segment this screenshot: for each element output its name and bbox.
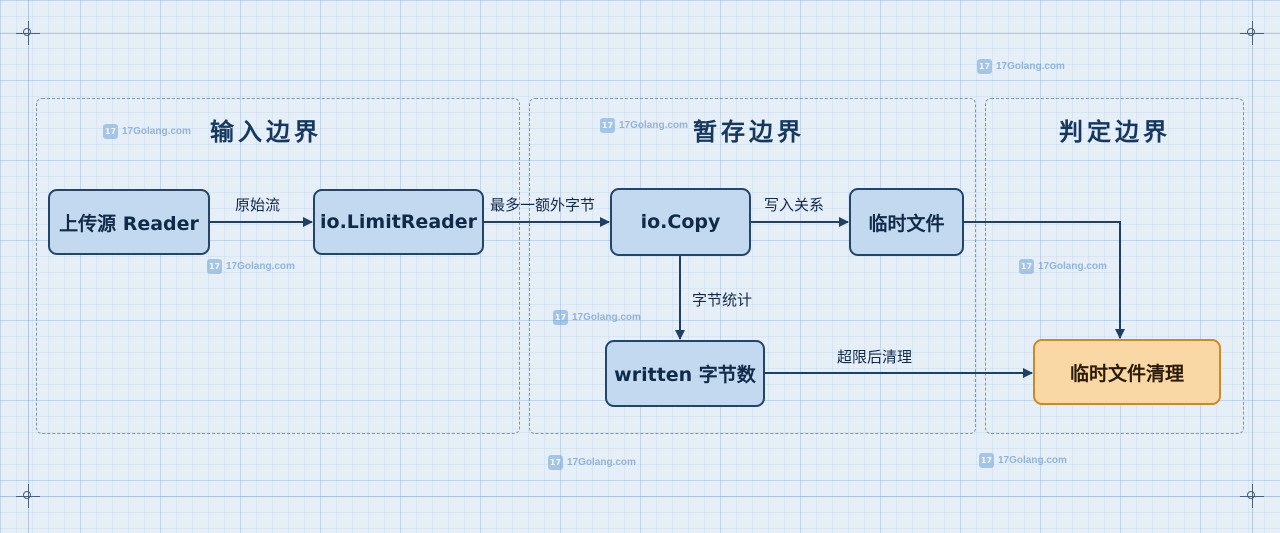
region-title-decision: 判定边界	[1059, 118, 1171, 146]
edge-temp-file-to-cleanup-line	[963, 221, 1125, 339]
region-title-staging: 暂存边界	[693, 118, 805, 146]
region-input-boundary	[36, 98, 520, 434]
node-written-bytes: written 字节数	[605, 340, 765, 407]
region-staging-boundary	[529, 98, 976, 434]
edge-label-raw-stream: 原始流	[235, 196, 281, 214]
guide-line-left	[28, 0, 29, 533]
region-title-input: 输入边界	[210, 118, 322, 146]
edge-label-write-relation: 写入关系	[764, 196, 825, 214]
node-temp-file: 临时文件	[849, 188, 964, 256]
crosshair-icon	[1240, 484, 1264, 508]
edge-label-cleanup-after-limit: 超限后清理	[837, 348, 913, 366]
crosshair-icon	[1240, 21, 1264, 45]
watermark-logo-icon: 17	[1019, 259, 1034, 274]
node-temp-file-cleanup: 临时文件清理	[1033, 339, 1221, 405]
node-upload-reader: 上传源 Reader	[48, 189, 210, 255]
guide-line-bottom	[0, 496, 1280, 497]
guide-line-top	[0, 33, 1280, 34]
watermark-logo-icon: 17	[977, 59, 992, 74]
region-decision-boundary	[985, 98, 1244, 434]
crosshair-icon	[16, 484, 40, 508]
watermark-logo-icon: 17	[979, 453, 994, 468]
node-limit-reader: io.LimitReader	[313, 189, 484, 255]
watermark-logo-icon: 17	[553, 310, 568, 325]
edge-label-byte-count: 字节统计	[692, 291, 753, 309]
edge-label-extra-byte: 最多一额外字节	[490, 196, 596, 214]
guide-line-right	[1252, 0, 1253, 533]
watermark-logo-icon: 17	[548, 455, 563, 470]
crosshair-icon	[16, 21, 40, 45]
node-io-copy: io.Copy	[610, 188, 751, 256]
watermark-logo-icon: 17	[207, 259, 222, 274]
watermark-logo-icon: 17	[600, 118, 615, 133]
watermark-logo-icon: 17	[103, 124, 118, 139]
